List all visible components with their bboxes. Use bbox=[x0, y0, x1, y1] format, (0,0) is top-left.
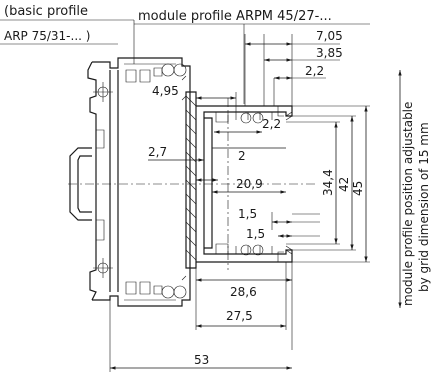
dim-42: 42 bbox=[337, 177, 351, 192]
top-dimensions bbox=[148, 34, 340, 238]
module-profile-label: module profile ARPM 45/27-... bbox=[138, 9, 332, 24]
basic-profile-label-line1: (basic profile bbox=[4, 4, 88, 19]
dim-28-6: 28,6 bbox=[230, 285, 257, 299]
dim-3-85: 3,85 bbox=[316, 46, 343, 60]
adjustable-label-line2: by grid dimension of 15 mm bbox=[417, 122, 431, 292]
dim-20-9: 20,9 bbox=[236, 177, 263, 191]
bottom-dimensions bbox=[109, 262, 293, 372]
dim-7-05: 7,05 bbox=[316, 29, 343, 43]
dim-45: 45 bbox=[351, 181, 365, 196]
top-labels bbox=[0, 19, 370, 104]
dim-2-2-top: 2,2 bbox=[305, 64, 324, 78]
dim-53: 53 bbox=[194, 353, 209, 367]
dim-2-7: 2,7 bbox=[148, 145, 167, 159]
dim-1-5-upper: 1,5 bbox=[238, 207, 257, 221]
basic-profile-label-line2: ARP 75/31-... ) bbox=[4, 29, 90, 43]
dim-27-5: 27,5 bbox=[226, 309, 253, 323]
dim-1-5-lower: 1,5 bbox=[246, 227, 265, 241]
module-profile-outline bbox=[196, 105, 293, 263]
dim-34-4: 34,4 bbox=[321, 169, 335, 196]
dim-2-2-mid: 2,2 bbox=[262, 117, 281, 131]
dim-2: 2 bbox=[238, 149, 246, 163]
adjustable-label-line1: module profile position adjustable bbox=[401, 102, 415, 306]
dim-4-95: 4,95 bbox=[152, 84, 179, 98]
right-dimensions bbox=[286, 105, 370, 263]
